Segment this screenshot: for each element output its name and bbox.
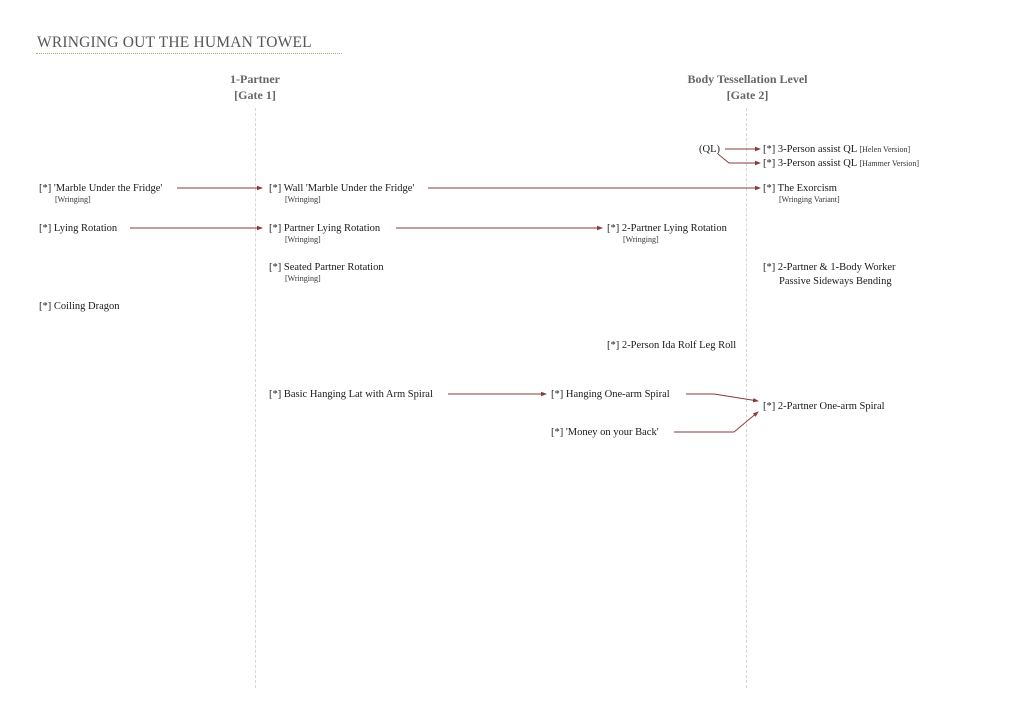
node-coiling-dragon[interactable]: [*] Coiling Dragon xyxy=(39,300,120,313)
column-gate: [Gate 1] xyxy=(234,88,276,102)
node-wall-marble-under-the-fridge[interactable]: [*] Wall 'Marble Under the Fridge' [Wrin… xyxy=(269,182,414,205)
node-text: [*] 3-Person assist QL xyxy=(763,158,857,169)
column-label: Body Tessellation Level xyxy=(687,72,808,86)
column-header-1-partner: 1-Partner [Gate 1] xyxy=(195,71,315,103)
node-2-partner-one-arm-spiral[interactable]: [*] 2-Partner One-arm Spiral xyxy=(763,400,885,413)
node-text: [*] Basic Hanging Lat with Arm Spiral xyxy=(269,389,433,400)
page-title: WRINGING OUT THE HUMAN TOWEL xyxy=(37,34,312,51)
node-hanging-one-arm-spiral[interactable]: [*] Hanging One-arm Spiral xyxy=(551,388,670,401)
node-money-on-your-back[interactable]: [*] 'Money on your Back' xyxy=(551,426,659,439)
node-text: [*] 'Marble Under the Fridge' xyxy=(39,183,163,194)
gate-2-divider xyxy=(746,108,747,688)
node-text: [*] 2-Person Ida Rolf Leg Roll xyxy=(607,340,737,351)
ql-label: (QL) xyxy=(699,144,720,155)
node-lying-rotation[interactable]: [*] Lying Rotation xyxy=(39,222,117,235)
node-text-line2: Passive Sideways Bending xyxy=(779,276,892,287)
node-note: [Helen Version] xyxy=(859,145,911,154)
node-text: [*] Partner Lying Rotation xyxy=(269,223,381,234)
node-seated-partner-rotation[interactable]: [*] Seated Partner Rotation [Wringing] xyxy=(269,261,384,284)
node-sub: [Wringing Variant] xyxy=(779,195,840,204)
node-text: [*] 2-Partner Lying Rotation xyxy=(607,223,727,234)
node-text: [*] Wall 'Marble Under the Fridge' xyxy=(269,183,415,194)
node-sub: [Wringing] xyxy=(285,195,321,204)
node-sub: [Wringing] xyxy=(285,235,321,244)
node-3-person-assist-ql-helen[interactable]: [*] 3-Person assist QL [Helen Version] xyxy=(763,143,910,156)
node-text: [*] Hanging One-arm Spiral xyxy=(551,389,670,400)
node-basic-hanging-lat[interactable]: [*] Basic Hanging Lat with Arm Spiral xyxy=(269,388,433,401)
title-underline xyxy=(36,53,342,54)
node-text: [*] 2-Partner & 1-Body Worker xyxy=(763,262,896,273)
node-text: [*] Seated Partner Rotation xyxy=(269,262,384,273)
node-text: [*] Lying Rotation xyxy=(39,223,118,234)
node-text: [*] 'Money on your Back' xyxy=(551,427,659,438)
node-ida-rolf-leg-roll[interactable]: [*] 2-Person Ida Rolf Leg Roll xyxy=(607,339,736,352)
node-text: [*] 2-Partner One-arm Spiral xyxy=(763,401,885,412)
node-the-exorcism[interactable]: [*] The Exorcism [Wringing Variant] xyxy=(763,182,840,205)
node-note: [Hammer Version] xyxy=(859,159,920,168)
node-sub: [Wringing] xyxy=(285,274,321,283)
node-partner-lying-rotation[interactable]: [*] Partner Lying Rotation [Wringing] xyxy=(269,222,380,245)
node-sub: [Wringing] xyxy=(623,235,659,244)
node-text: [*] 3-Person assist QL xyxy=(763,144,857,155)
node-text: [*] Coiling Dragon xyxy=(39,301,120,312)
gate-1-divider xyxy=(255,108,256,688)
node-2-partner-lying-rotation[interactable]: [*] 2-Partner Lying Rotation [Wringing] xyxy=(607,222,727,245)
node-text: [*] The Exorcism xyxy=(763,183,837,194)
node-marble-under-the-fridge[interactable]: [*] 'Marble Under the Fridge' [Wringing] xyxy=(39,182,162,205)
node-passive-sideways-bending[interactable]: [*] 2-Partner & 1-Body Worker Passive Si… xyxy=(763,261,896,289)
node-sub: [Wringing] xyxy=(55,195,91,204)
column-gate: [Gate 2] xyxy=(726,88,769,102)
column-header-body-tessellation: Body Tessellation Level [Gate 2] xyxy=(660,71,835,103)
column-label: 1-Partner xyxy=(230,72,280,86)
node-3-person-assist-ql-hammer[interactable]: [*] 3-Person assist QL [Hammer Version] xyxy=(763,157,919,170)
